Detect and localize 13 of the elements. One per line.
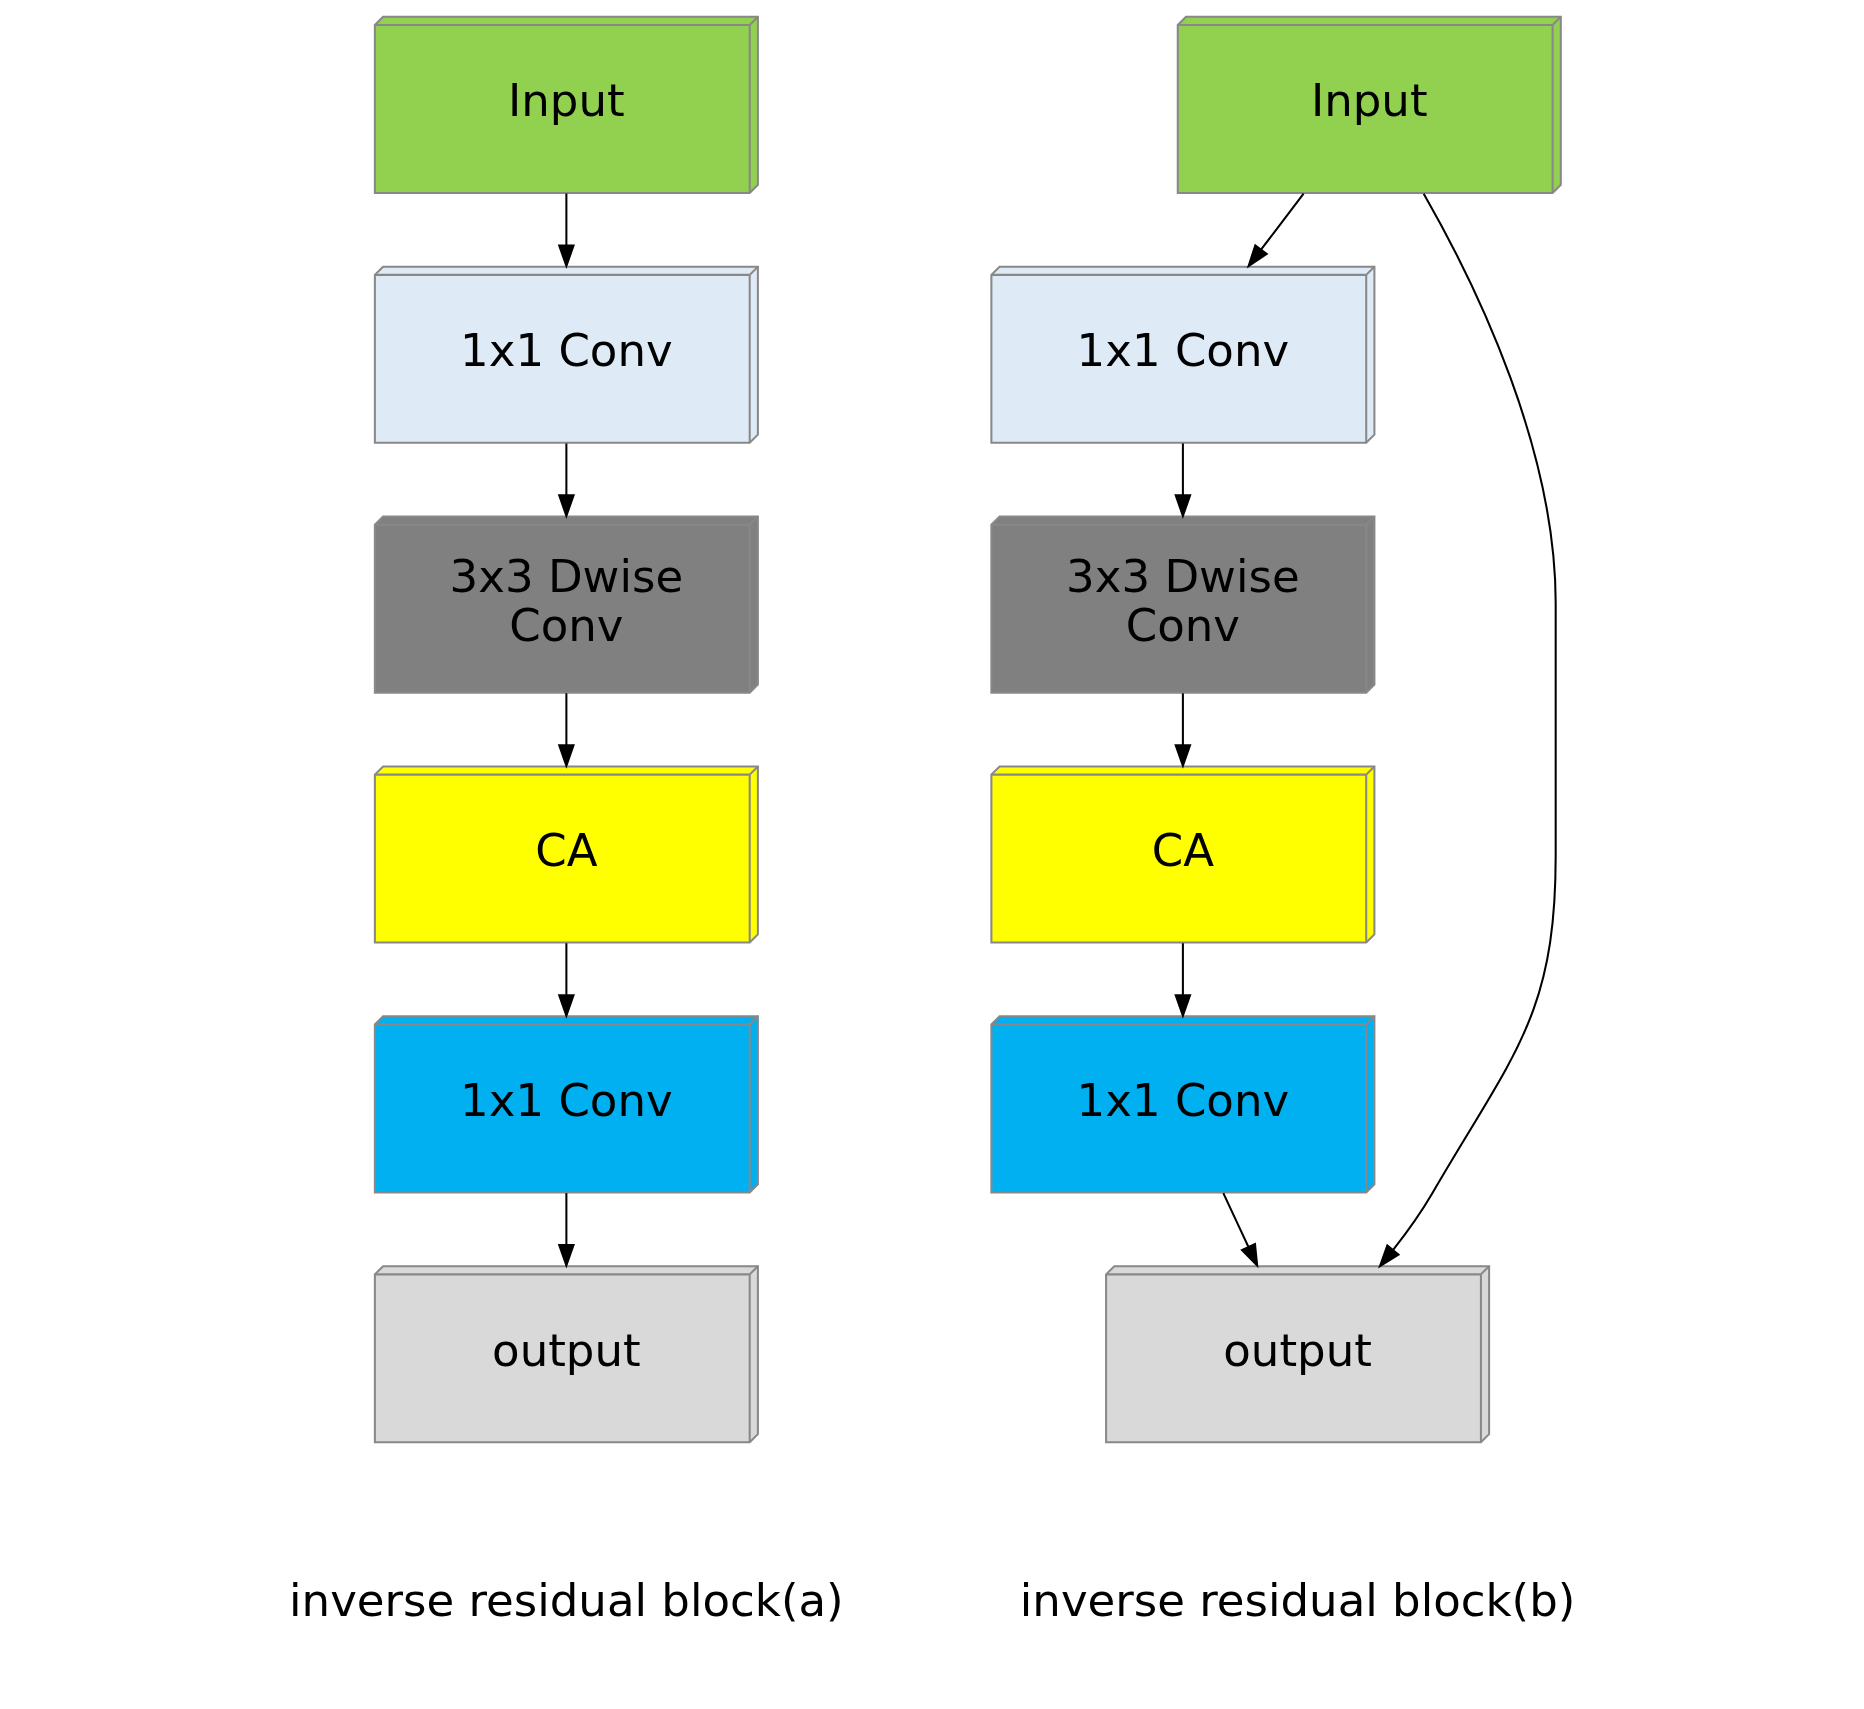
arrow	[557, 443, 575, 519]
arrow	[1246, 192, 1304, 269]
node-label: inverse residual block(b)	[1019, 1573, 1575, 1627]
arrow	[557, 943, 575, 1019]
arrow	[1173, 443, 1191, 519]
arrow	[1221, 1192, 1258, 1269]
arrow	[557, 1193, 575, 1269]
arrow	[1173, 943, 1191, 1019]
arrow	[557, 693, 575, 769]
arrow	[1173, 693, 1191, 769]
arrow	[557, 193, 575, 270]
node-label: inverse residual block(a)	[288, 1573, 844, 1627]
arrow	[1377, 193, 1557, 1269]
